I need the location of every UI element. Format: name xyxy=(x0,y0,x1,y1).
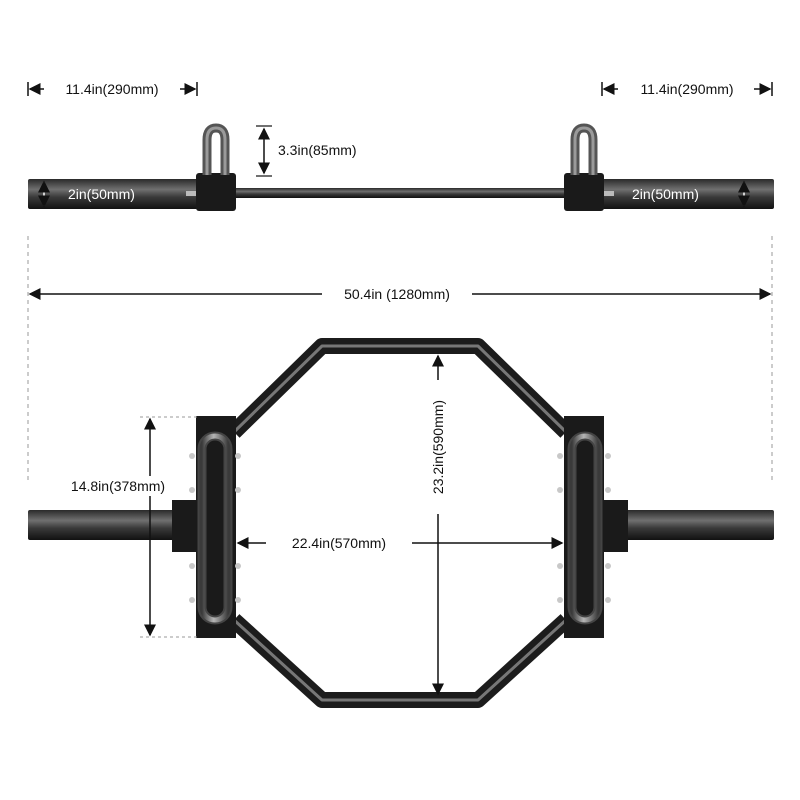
dim-frame-depth-label: 23.2in(590mm) xyxy=(430,400,446,494)
dim-handle-length: 14.8in(378mm) xyxy=(54,416,200,638)
top-view xyxy=(28,338,774,708)
left-block xyxy=(196,173,236,211)
dim-sleeve-diameter-right: 2in(50mm) xyxy=(632,180,750,208)
dim-inner-width: 22.4in(570mm) xyxy=(236,533,564,553)
center-bar xyxy=(236,188,566,198)
dim-handle-height: 3.3in(85mm) xyxy=(256,125,357,177)
dim-sleeve-right-label: 11.4in(290mm) xyxy=(640,81,733,97)
dim-sleeve-left-label: 11.4in(290mm) xyxy=(65,81,158,97)
dim-handle-length-label: 14.8in(378mm) xyxy=(71,478,165,494)
dim-sleeve-diameter-left: 2in(50mm) xyxy=(38,180,135,208)
dim-sleeve-diameter-right-label: 2in(50mm) xyxy=(632,186,699,202)
dim-total-length: 50.4in (1280mm) xyxy=(28,284,772,304)
side-view xyxy=(28,123,774,211)
right-sleeve-top xyxy=(624,510,774,540)
hex-frame xyxy=(228,338,572,708)
left-sleeve-top xyxy=(28,510,178,540)
dim-frame-depth: 23.2in(590mm) xyxy=(428,354,448,696)
right-block xyxy=(564,173,604,211)
dim-inner-width-label: 22.4in(570mm) xyxy=(292,535,386,551)
dim-sleeve-left: 11.4in(290mm) xyxy=(27,81,198,97)
dim-sleeve-right: 11.4in(290mm) xyxy=(601,81,773,97)
right-sleeve xyxy=(602,179,774,209)
dim-total-length-label: 50.4in (1280mm) xyxy=(344,286,450,302)
dim-sleeve-diameter-left-label: 2in(50mm) xyxy=(68,186,135,202)
dim-handle-height-label: 3.3in(85mm) xyxy=(278,142,357,158)
left-sleeve xyxy=(28,179,198,209)
left-handle-side xyxy=(202,123,230,175)
right-handle-side xyxy=(570,123,598,175)
